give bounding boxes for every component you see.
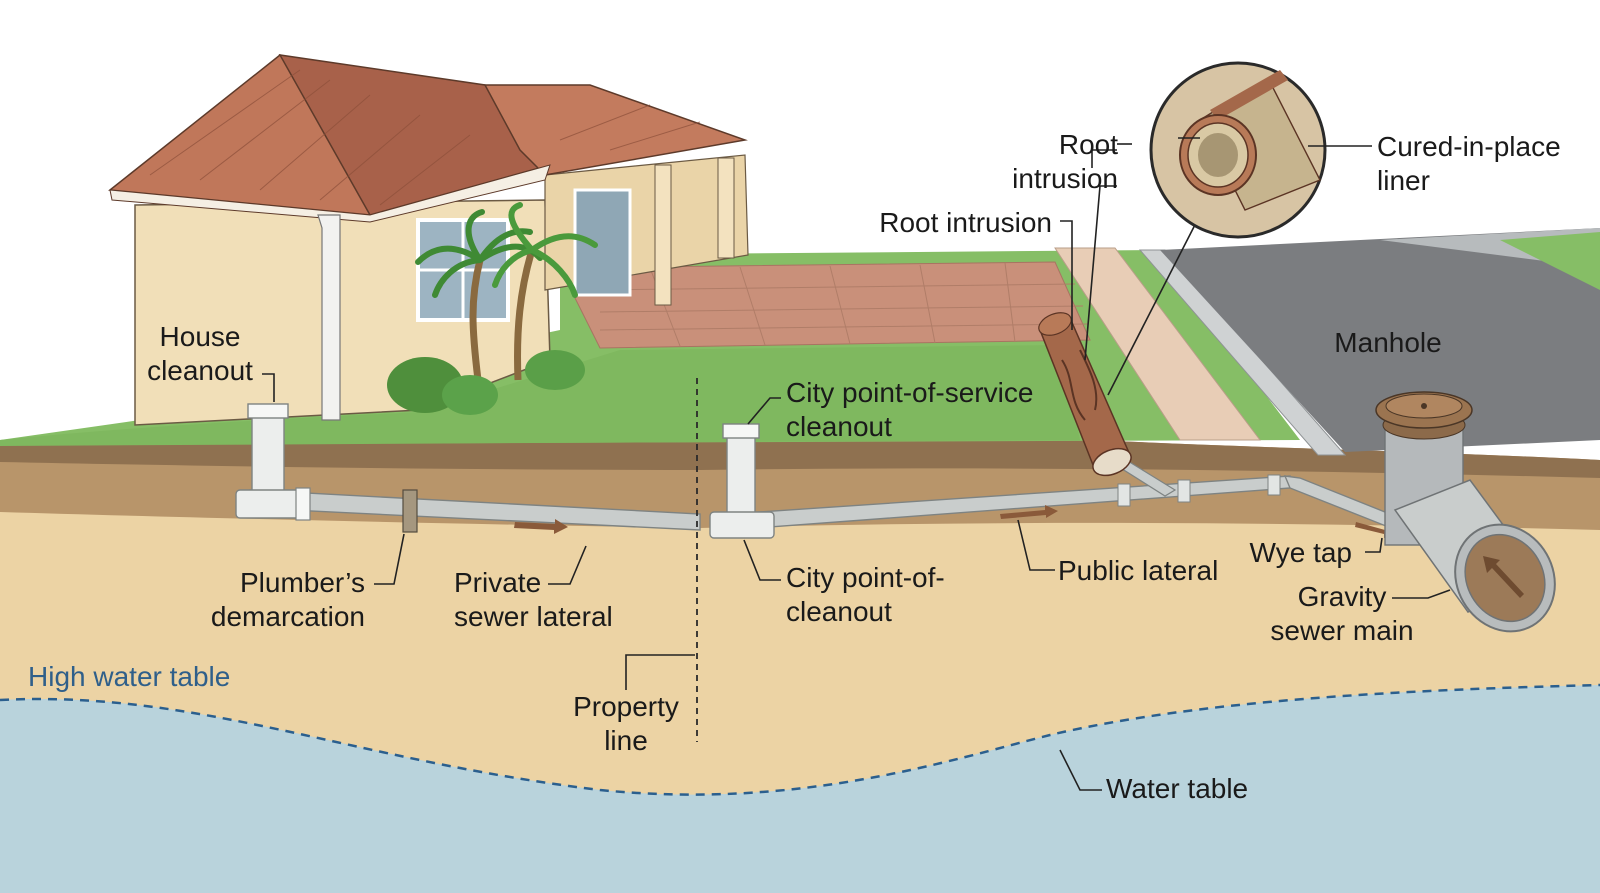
porch-post xyxy=(654,164,672,306)
topsoil-dark xyxy=(0,436,1600,478)
pipe-coupling xyxy=(1117,483,1131,507)
pipe-coupling xyxy=(1177,479,1191,503)
city-pos-cleanout-fitting xyxy=(709,423,775,539)
flow-arrow-icon xyxy=(1483,556,1524,598)
leader-lines xyxy=(262,137,1451,791)
pipe-coupling xyxy=(1267,474,1281,496)
pipe-system xyxy=(235,403,1401,539)
plumbers-demarcation-marker xyxy=(402,489,418,533)
root-intrusion-pipe xyxy=(1038,312,1132,477)
label-city-pos-cleanout-bottom: City point-of-cleanout xyxy=(786,562,945,627)
roof-porch xyxy=(483,84,748,176)
porch-post xyxy=(717,157,735,259)
flow-arrow-icon xyxy=(514,519,568,534)
shrub xyxy=(442,375,498,415)
house-cleanout-fitting xyxy=(235,403,311,521)
paver-pattern xyxy=(599,262,1089,347)
palm-tree-icon xyxy=(387,202,598,415)
shrub xyxy=(525,350,585,390)
porch-door xyxy=(573,188,632,297)
flow-arrow-icon xyxy=(1000,505,1058,519)
ground-layers xyxy=(0,436,1600,893)
label-water-table: Water table xyxy=(1106,773,1248,804)
asphalt-road xyxy=(1160,228,1600,452)
downspout xyxy=(317,214,341,421)
gravity-sewer-main xyxy=(1393,479,1556,633)
label-wye-tap: Wye tap xyxy=(1250,537,1352,568)
road-edge-grass xyxy=(1500,232,1600,290)
label-manhole: Manhole xyxy=(1334,327,1441,358)
roof-fascia xyxy=(109,164,551,223)
label-public-lateral: Public lateral xyxy=(1058,555,1218,586)
paver-driveway xyxy=(559,261,1091,349)
label-high-water-table: High water table xyxy=(28,661,230,692)
curb xyxy=(1138,249,1347,456)
label-root-intrusion-mid: Root intrusion xyxy=(879,207,1052,238)
magnifier-inset-icon xyxy=(1107,61,1327,396)
